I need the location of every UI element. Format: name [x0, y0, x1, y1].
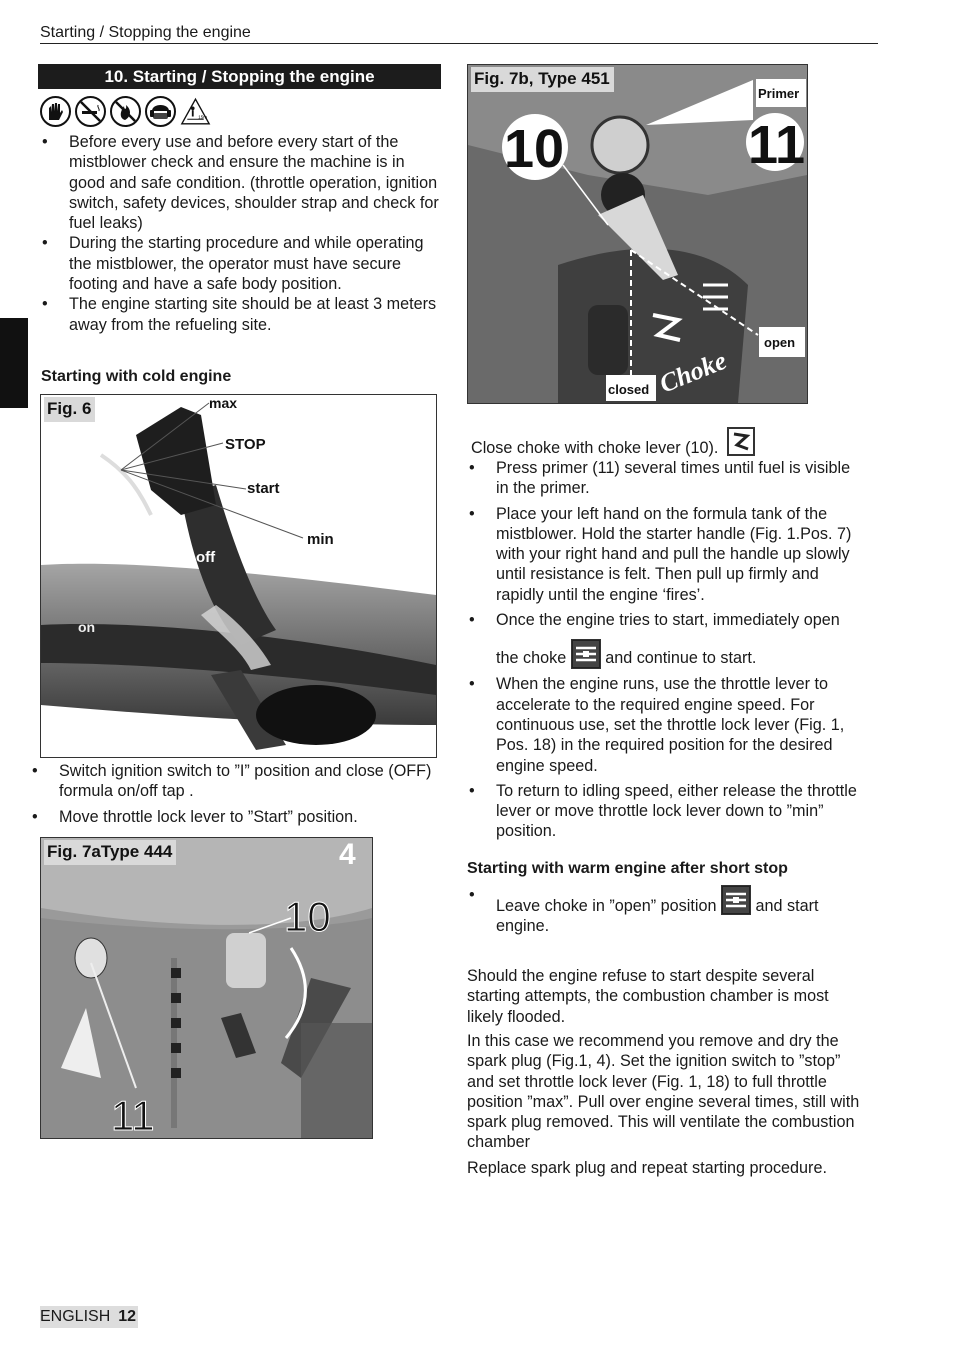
- list-item: Move throttle lock lever to ”Start” posi…: [30, 807, 440, 828]
- open-choke-line1: Once the engine tries to start, immediat…: [496, 611, 840, 630]
- page-number: 12: [118, 1308, 137, 1325]
- list-item: Leave choke in ”open” position and start…: [467, 885, 867, 937]
- flooded-paragraph-1: Should the engine refuse to start despit…: [467, 967, 829, 1026]
- callout-stop: STOP: [225, 436, 266, 453]
- open-choke-line2: the choke and continue to start.: [496, 639, 757, 670]
- no-smoking-icon: [75, 96, 106, 127]
- header-rule: [40, 43, 878, 44]
- close-choke-line: Close choke with choke lever (10).: [471, 427, 755, 458]
- callout-primer: Primer: [758, 86, 799, 101]
- list-item: The engine starting site should be at le…: [40, 294, 440, 335]
- engine-corner-number: 4: [339, 838, 356, 871]
- choke-open-icon: [720, 885, 751, 915]
- svg-text:15m: 15m: [198, 114, 207, 119]
- open-choke-post: and continue to start.: [605, 649, 757, 668]
- intro-bullets: Before every use and before every start …: [40, 132, 440, 335]
- callout-10: 10: [284, 893, 331, 940]
- callout-closed: closed: [608, 382, 649, 397]
- figure-7b: Primer 10 11 open closed Choke Fig. 7b, …: [467, 64, 808, 404]
- flooded-paragraph-3: Replace spark plug and repeat starting p…: [467, 1159, 827, 1177]
- figure-7b-label: Fig. 7b, Type 451: [471, 67, 614, 92]
- callout-open: open: [764, 335, 795, 350]
- list-item: Switch ignition switch to ”I” position a…: [30, 761, 440, 802]
- choke-open-icon: [570, 639, 601, 670]
- safety-icons: 15m: [40, 96, 211, 127]
- callout-11: 11: [111, 1092, 155, 1138]
- figure-6-label: Fig. 6: [44, 397, 96, 422]
- list-item: Place your left hand on the formula tank…: [467, 504, 867, 605]
- engine-type444-illustration: 10 11 4: [41, 838, 372, 1138]
- callout-11: 11: [748, 115, 805, 175]
- figure-7a: 10 11 4 Fig. 7aType 444: [40, 837, 373, 1139]
- choke-closed-icon: [726, 427, 755, 456]
- list-item: Once the engine tries to start, immediat…: [467, 610, 867, 670]
- callout-start: start: [247, 480, 280, 497]
- cold-engine-heading: Starting with cold engine: [41, 368, 232, 385]
- gloves-icon: [40, 96, 71, 127]
- open-choke-pre: the choke: [496, 649, 567, 668]
- warning-distance-icon: 15m: [180, 97, 211, 125]
- helmet-ear-protection-icon: [145, 96, 176, 127]
- callout-min: min: [307, 531, 334, 548]
- no-fire-icon: [110, 96, 141, 127]
- starting-steps-list: Press primer (11) several times until fu…: [467, 458, 867, 842]
- callout-on: on: [78, 619, 95, 635]
- callout-off: off: [196, 549, 216, 566]
- footer-language: ENGLISH: [40, 1308, 111, 1325]
- close-choke-text: Close choke with choke lever (10).: [471, 439, 719, 457]
- callout-10: 10: [504, 119, 564, 179]
- warm-engine-list: Leave choke in ”open” position and start…: [467, 885, 867, 937]
- list-item: During the starting procedure and while …: [40, 233, 440, 294]
- list-item: Before every use and before every start …: [40, 132, 440, 233]
- warm-post: and start engine.: [496, 897, 819, 936]
- list-item: When the engine runs, use the throttle l…: [467, 674, 867, 775]
- figure-7a-label: Fig. 7aType 444: [44, 840, 177, 865]
- running-header: Starting / Stopping the engine: [40, 24, 251, 41]
- list-item: Press primer (11) several times until fu…: [467, 458, 867, 499]
- engine-type451-illustration: Primer 10 11 open closed Choke: [468, 65, 807, 403]
- callout-max: max: [209, 395, 237, 411]
- language-side-tab: [0, 318, 28, 408]
- page-footer: ENGLISH 12: [40, 1306, 139, 1328]
- figure-6: max STOP start min off on Fig. 6: [40, 394, 437, 758]
- warm-pre: Leave choke in ”open” position: [496, 897, 717, 915]
- warm-engine-heading: Starting with warm engine after short st…: [467, 860, 788, 877]
- list-item: To return to idling speed, either releas…: [467, 781, 867, 842]
- section-title: 10. Starting / Stopping the engine: [38, 64, 441, 89]
- flooded-paragraph-2: In this case we recommend you remove and…: [467, 1032, 860, 1152]
- throttle-handle-illustration: max STOP start min off on: [41, 395, 436, 757]
- fig6-bullets: Switch ignition switch to ”I” position a…: [30, 761, 440, 827]
